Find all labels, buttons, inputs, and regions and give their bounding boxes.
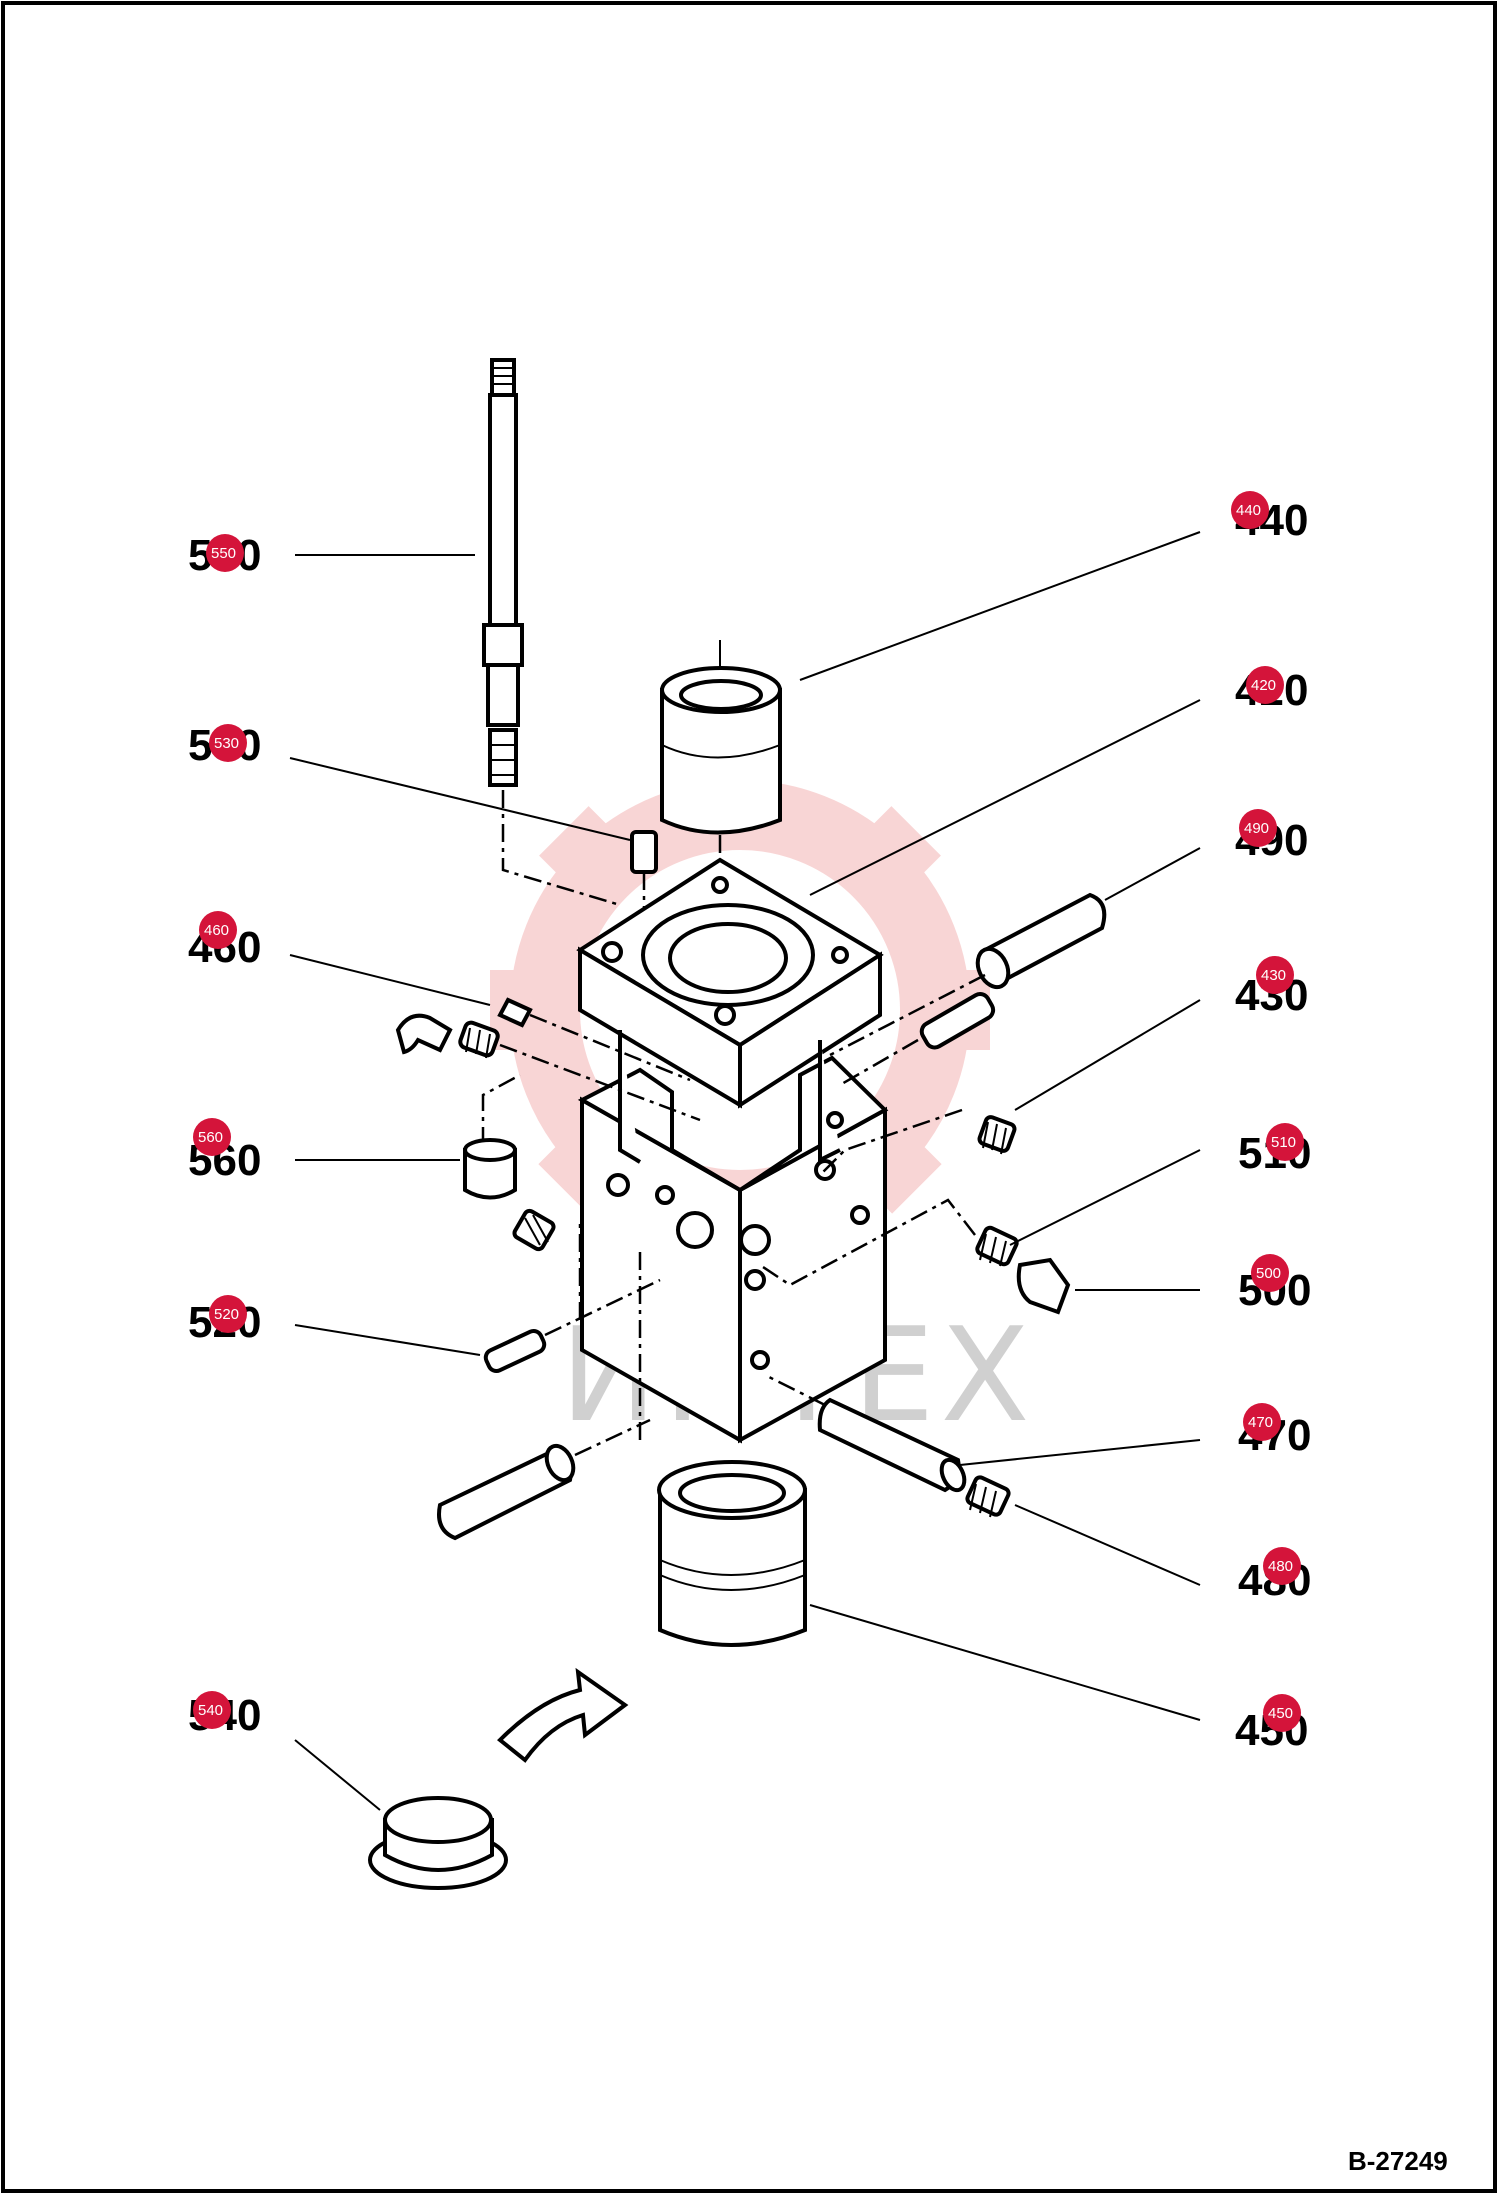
callout-badge [1243, 1403, 1281, 1441]
callout-badge-text: 540 [198, 1702, 223, 1719]
part-480-plug [965, 1475, 1011, 1518]
callout-badge [193, 1691, 231, 1729]
callout-420: 420 420 [1235, 666, 1308, 715]
main-valve-block [577, 1030, 889, 1444]
part-510-spring-upper [819, 1108, 1017, 1176]
part-440-bushing [660, 640, 782, 960]
leader-lines [289, 531, 1201, 1811]
callout-badge-text: 550 [211, 545, 236, 562]
part-540-cap [368, 1796, 508, 1890]
part-490-pin [829, 892, 1107, 1057]
callout-badge-text: 420 [1251, 677, 1276, 694]
callout-badge [1256, 956, 1294, 994]
callout-badge-text: 480 [1268, 1558, 1293, 1575]
callout-460: 460 460 [188, 911, 261, 972]
callout-530: 530 530 [188, 721, 261, 770]
callout-550: 550 550 [188, 531, 261, 580]
callout-badge [1246, 666, 1284, 704]
part-530-pin [630, 830, 658, 915]
callout-badge [206, 534, 244, 572]
callout-badge [199, 911, 237, 949]
callout-badge [209, 1295, 247, 1333]
drawing-id: B-27249 [1348, 2146, 1448, 2176]
callout-540: 540 540 [188, 1691, 261, 1740]
callout-badge-text: 530 [214, 735, 239, 752]
callout-510: 510 510 [1238, 1123, 1311, 1178]
part-450-bushing [657, 1460, 807, 1647]
callout-badge-text: 560 [198, 1129, 223, 1146]
part-470-pin [764, 1373, 967, 1493]
callout-470: 470 470 [1238, 1403, 1311, 1460]
part-elbow-fitting [395, 1013, 701, 1122]
callout-490: 490 490 [1235, 809, 1308, 865]
callout-badge-text: 510 [1271, 1134, 1296, 1151]
part-500-plug [759, 1198, 1071, 1315]
callout-badge-text: 500 [1256, 1265, 1281, 1282]
callout-badge-text: 470 [1248, 1414, 1273, 1431]
callout-badge-text: 450 [1268, 1705, 1293, 1722]
callout-480: 480 480 [1238, 1547, 1311, 1605]
callout-badge [1239, 809, 1277, 847]
part-460-screw [497, 997, 691, 1082]
callout-500: 500 500 [1238, 1254, 1311, 1315]
callout-badge [1251, 1254, 1289, 1292]
callout-badge [1263, 1547, 1301, 1585]
part-420-plate [576, 857, 884, 1109]
part-550-rod [482, 358, 621, 907]
rotation-arrow-icon [497, 1667, 629, 1763]
callout-badge-text: 430 [1261, 967, 1286, 984]
callout-450: 450 450 [1235, 1694, 1308, 1755]
callout-badge [1231, 491, 1269, 529]
callout-badge-text: 490 [1244, 820, 1269, 837]
callout-badge [1266, 1123, 1304, 1161]
callout-badge [209, 724, 247, 762]
callout-430: 430 430 [1235, 956, 1308, 1020]
callout-440: 440 440 [1231, 491, 1308, 545]
callout-badge [1263, 1694, 1301, 1732]
part-430-pin [839, 992, 996, 1087]
callout-badge-text: 460 [204, 922, 229, 939]
callout-badge [193, 1118, 231, 1156]
part-560-nut [463, 1073, 521, 1200]
callout-badge-text: 440 [1236, 502, 1261, 519]
callout-520: 520 520 [188, 1295, 261, 1347]
part-long-pin-lower-left [437, 1250, 651, 1541]
part-small-plug-left [512, 1208, 556, 1252]
callout-badge-text: 520 [214, 1306, 239, 1323]
callout-560: 560 560 [188, 1118, 261, 1185]
